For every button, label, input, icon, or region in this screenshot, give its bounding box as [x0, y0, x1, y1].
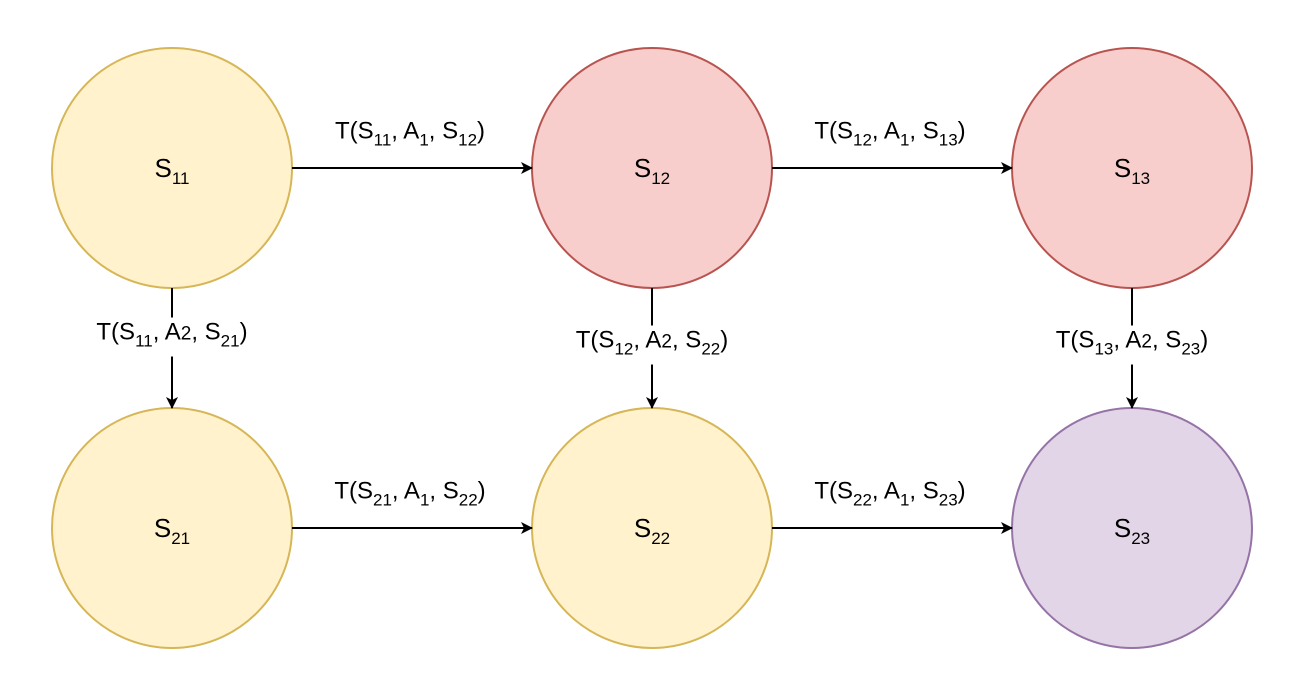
transition-label: T(S12, A2, S22): [573, 325, 731, 365]
node-label: S21: [154, 513, 190, 549]
transition-label-part: , S: [429, 477, 459, 505]
transition-label-part: 1: [899, 130, 910, 150]
transition-label-part: ): [957, 477, 966, 505]
transition-label-part: , S: [191, 318, 221, 346]
transition-label-part: 12: [614, 339, 634, 359]
transition-label-part: T(S: [814, 117, 853, 145]
transition-label-part: 2: [180, 323, 192, 345]
transition-label-part: 13: [1094, 339, 1114, 359]
transition-label-part: 12: [852, 130, 872, 150]
node-label-subscript: 13: [1131, 169, 1151, 188]
node-label: S12: [634, 153, 670, 189]
node-label-base: S: [1113, 513, 1132, 543]
transition-label-part: , A: [871, 117, 900, 145]
transition-label-part: , S: [909, 117, 939, 145]
transition-label-part: , A: [391, 117, 420, 145]
transition-label-part: ): [957, 117, 966, 145]
transition-label-part: 2: [1141, 331, 1152, 353]
transition-label-part: ): [477, 477, 486, 505]
transition-label-part: 23: [1181, 339, 1201, 359]
node-label-base: S: [1113, 153, 1132, 183]
transition-label: T(S13, A2, S23): [1053, 325, 1211, 365]
node-label-subscript: 22: [651, 529, 671, 548]
transition-label-part: 2: [661, 331, 672, 353]
transition-label-part: , A: [391, 477, 420, 505]
transition-label-part: 22: [458, 490, 478, 510]
transition-label-part: , S: [428, 117, 459, 145]
transition-label-part: 23: [938, 490, 958, 510]
transition-label-part: , A: [1113, 326, 1142, 354]
transition-label-part: 11: [135, 331, 153, 351]
node-label: S22: [634, 513, 670, 549]
transition-label-part: 1: [419, 130, 429, 150]
transition-label-part: T(S: [575, 326, 615, 354]
node-label: S11: [155, 153, 190, 189]
node-label-base: S: [633, 153, 652, 183]
node-label-subscript: 23: [1131, 529, 1151, 548]
transition-label-part: , S: [671, 326, 702, 354]
transition-label-part: 21: [372, 490, 392, 510]
node-label-subscript: 21: [171, 529, 191, 548]
transition-label-part: 1: [899, 490, 910, 510]
transition-label-part: ): [1200, 326, 1209, 354]
node-label-base: S: [633, 513, 652, 543]
node-label: S23: [1114, 513, 1150, 549]
transition-label: T(S12, A1, S13): [812, 116, 968, 156]
transition-label: T(S22, A1, S23): [812, 476, 968, 516]
node-label-base: S: [154, 153, 172, 183]
transition-label: T(S11, A1, S12): [332, 116, 488, 156]
transition-label-part: , A: [633, 326, 662, 354]
transition-label-part: T(S: [1055, 326, 1095, 354]
transition-label-part: 22: [701, 339, 721, 359]
transition-label-part: T(S: [334, 117, 374, 145]
transition-label-part: ): [720, 326, 729, 354]
node-label-subscript: 12: [651, 169, 671, 188]
transition-label-part: ): [239, 318, 248, 346]
transition-label-part: T(S: [334, 477, 373, 505]
transition-label-part: , S: [909, 477, 939, 505]
node-label-subscript: 11: [171, 169, 190, 188]
transition-label-part: ): [477, 117, 486, 145]
transition-label-part: 11: [373, 130, 392, 150]
transition-label: T(S21, A1, S22): [332, 476, 488, 516]
transition-label: T(S11, A2, S21): [94, 317, 250, 357]
node-label-base: S: [153, 513, 172, 543]
transition-label-part: 12: [458, 130, 478, 150]
transition-label-part: 1: [419, 490, 430, 510]
transition-label-part: 13: [938, 130, 958, 150]
transition-label-part: 21: [220, 331, 240, 351]
node-label: S13: [1114, 153, 1150, 189]
transition-label-part: T(S: [814, 477, 853, 505]
transition-label-part: , S: [1151, 326, 1182, 354]
transition-label-part: 22: [852, 490, 872, 510]
transition-label-part: , A: [152, 318, 181, 346]
transition-label-part: T(S: [96, 318, 136, 346]
transition-label-part: , A: [871, 477, 900, 505]
